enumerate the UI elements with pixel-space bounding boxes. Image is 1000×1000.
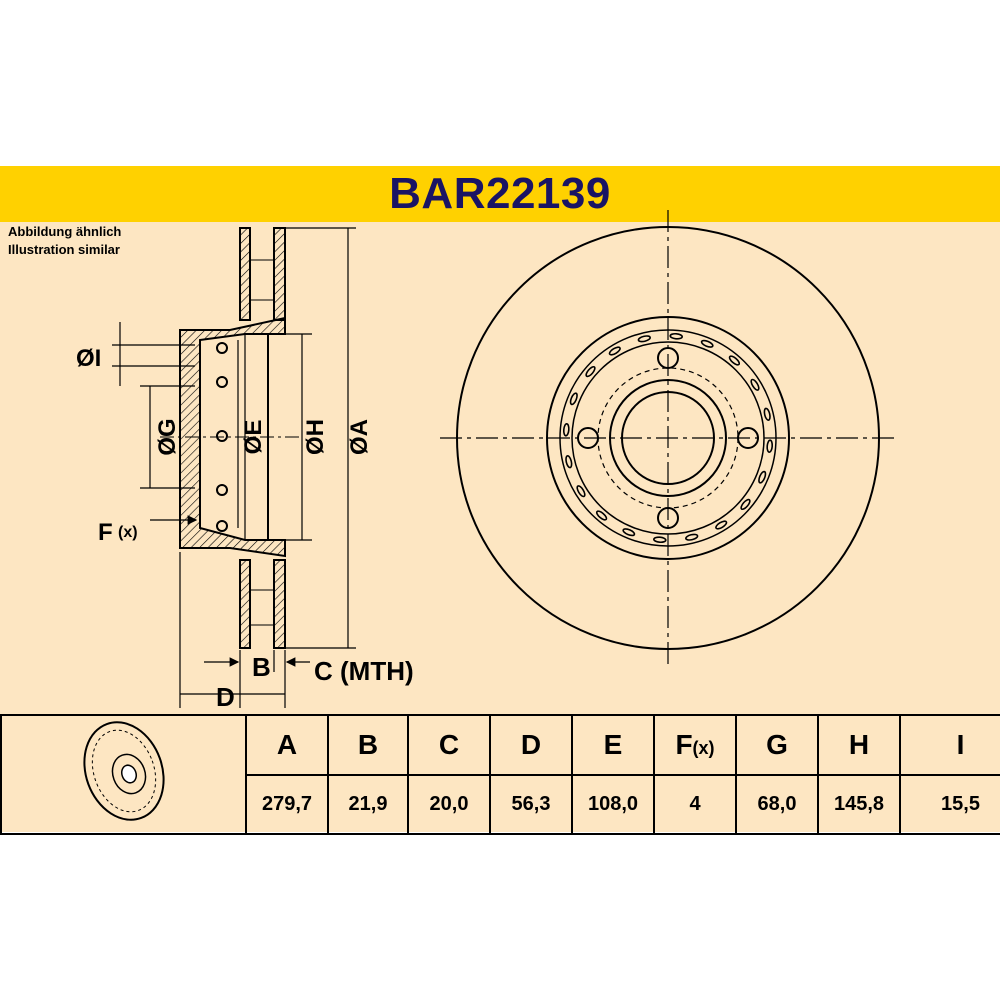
value-c: 20,0 <box>407 773 491 835</box>
header-f-suffix: (x) <box>692 737 715 758</box>
label-dia-i: ØI <box>76 345 101 372</box>
cooling-slot <box>569 392 578 406</box>
cooling-slot <box>622 528 636 537</box>
value-d: 56,3 <box>489 773 573 835</box>
value-h: 145,8 <box>817 773 901 835</box>
header-c: C <box>407 714 491 776</box>
front-view <box>440 210 896 666</box>
label-d: D <box>216 682 235 712</box>
outer-friction-plate-upper <box>239 227 251 321</box>
cooling-slot <box>608 346 621 356</box>
note-english: Illustration similar <box>8 242 120 257</box>
cooling-slot <box>763 407 771 421</box>
cooling-slot <box>565 455 573 469</box>
cooling-slot <box>595 510 608 521</box>
cooling-slot <box>740 498 751 511</box>
header-h: H <box>817 714 901 776</box>
cooling-slot <box>576 485 586 498</box>
inner-friction-plate-upper <box>273 227 286 321</box>
note-german: Abbildung ähnlich <box>8 224 122 239</box>
label-b: B <box>252 652 271 682</box>
cooling-slot <box>750 378 760 391</box>
cooling-slots <box>562 332 774 544</box>
value-e: 108,0 <box>571 773 655 835</box>
header-i: I <box>899 714 1000 776</box>
label-dia-g: ØG <box>154 418 181 455</box>
header-f: F(x) <box>653 714 737 776</box>
header-d: D <box>489 714 573 776</box>
cooling-slot <box>685 533 699 541</box>
value-b: 21,9 <box>327 773 409 835</box>
label-dia-h: ØH <box>302 419 329 455</box>
header-b: B <box>327 714 409 776</box>
header-e: E <box>571 714 655 776</box>
cooling-slot <box>585 365 596 378</box>
friction-ring-inner-edge <box>546 316 790 560</box>
disc-thumbnail-icon <box>82 721 165 821</box>
cooling-slot <box>766 439 774 453</box>
cooling-slot <box>653 536 667 544</box>
label-f-suffix: (x) <box>118 524 138 541</box>
part-number-title: BAR22139 <box>389 169 611 218</box>
section-view <box>160 227 300 649</box>
cooling-slot <box>637 335 651 343</box>
outer-friction-plate-lower <box>239 559 251 649</box>
cooling-slot <box>669 332 683 340</box>
cooling-slot <box>728 355 741 366</box>
disc-thumbnail-cell <box>0 714 247 835</box>
cooling-slot <box>700 339 714 348</box>
value-a: 279,7 <box>245 773 329 835</box>
cooling-slot <box>715 520 728 530</box>
label-f: F <box>98 519 113 546</box>
hub-collar <box>609 379 727 497</box>
label-c-mth: C (MTH) <box>314 656 414 686</box>
value-f: 4 <box>653 773 737 835</box>
header-g: G <box>735 714 819 776</box>
value-g: 68,0 <box>735 773 819 835</box>
value-i: 15,5 <box>899 773 1000 835</box>
header-a: A <box>245 714 329 776</box>
cooling-slot <box>758 470 767 484</box>
label-dia-a: ØA <box>346 419 373 455</box>
label-dia-e: ØE <box>240 420 267 455</box>
inner-friction-plate-lower <box>273 559 286 649</box>
header-f-letter: F <box>675 728 693 760</box>
spec-table: A B C D E F(x) G H I 279,7 21,9 20,0 56,… <box>0 714 1000 835</box>
title-bar: BAR22139 <box>0 166 1000 222</box>
section-dimensions <box>112 227 356 708</box>
cooling-slot <box>562 423 570 437</box>
